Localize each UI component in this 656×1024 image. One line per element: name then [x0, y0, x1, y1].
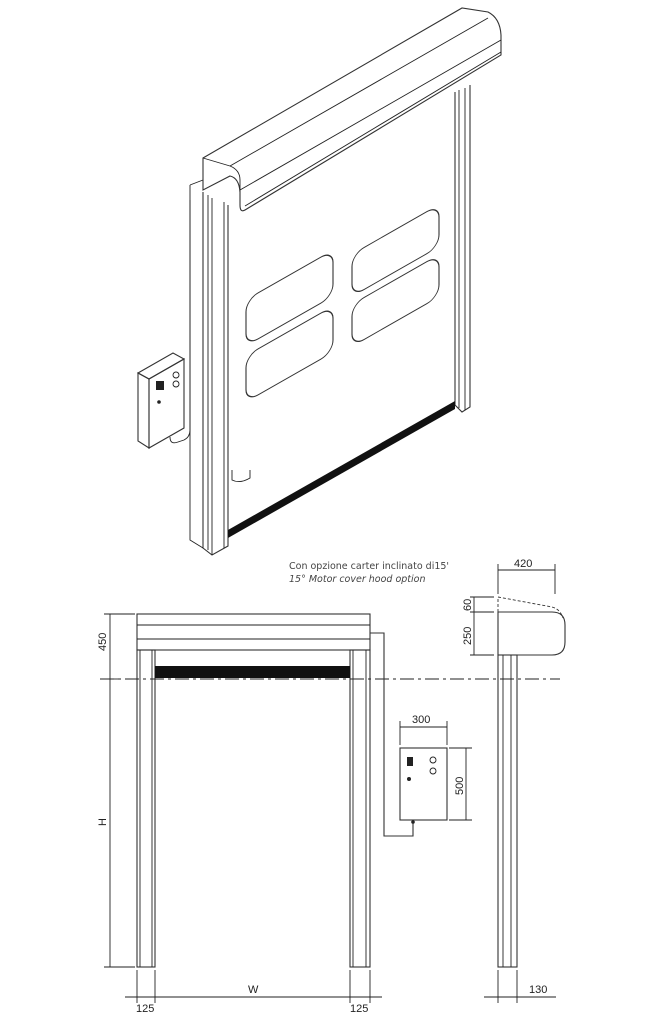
isometric-door-view: [136, 7, 502, 556]
right-jamb: [454, 85, 471, 413]
side-elevation: 420 60 250 130: [462, 558, 566, 1003]
dim-jamb-depth: 130: [529, 984, 547, 996]
switch-icon: [156, 381, 164, 390]
curtain-windows: [245, 209, 440, 398]
window: [245, 254, 334, 342]
switch-icon: [407, 757, 413, 766]
caption-italian: Con opzione carter inclinato di15': [289, 561, 449, 572]
button-icon: [172, 380, 180, 388]
floor-detail: [231, 470, 251, 483]
dim-hood-depth: 420: [514, 558, 532, 570]
indicator-icon: [407, 777, 411, 781]
dim-right-jamb: 125: [350, 1003, 368, 1015]
dim-door-height: H: [97, 818, 109, 826]
window: [351, 209, 440, 292]
side-dimensions: 420 60 250 130: [462, 558, 556, 1003]
curtain-bottom-bar: [228, 401, 455, 538]
dim-left-jamb: 125: [136, 1003, 154, 1015]
front-elevation: 450 H 125 W 125 300 500: [97, 613, 560, 1015]
button-icon: [429, 756, 437, 764]
left-jamb: [189, 179, 229, 556]
control-box-front: [399, 747, 448, 821]
indicator-icon: [157, 400, 161, 404]
dim-box-height: 500: [454, 777, 466, 795]
button-icon: [172, 371, 180, 379]
button-icon: [429, 767, 437, 775]
curtain-bottom-bar: [155, 666, 350, 678]
motor-hood: [202, 7, 502, 212]
dim-hood-side-height: 250: [462, 627, 474, 645]
caption-english: 15° Motor cover hood option: [289, 574, 426, 585]
control-box-isometric: [136, 200, 191, 450]
dim-door-width: W: [248, 984, 259, 996]
dim-hood-height: 450: [97, 633, 109, 651]
dim-hood-incline: 60: [462, 599, 474, 611]
window: [245, 310, 334, 398]
front-dimensions: 450 H 125 W 125 300 500: [97, 613, 472, 1015]
dim-box-width: 300: [412, 714, 430, 726]
window: [351, 259, 440, 342]
